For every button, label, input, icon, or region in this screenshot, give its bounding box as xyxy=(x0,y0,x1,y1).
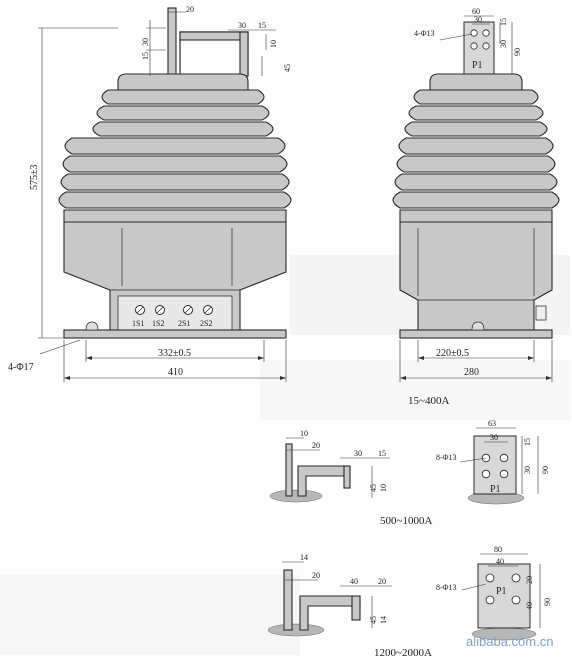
svg-text:20: 20 xyxy=(525,576,534,584)
terminal-label-2s1: 2S1 xyxy=(178,319,190,328)
terminal-label-2s2: 2S2 xyxy=(200,319,212,328)
dim-height-total: 575±3 xyxy=(29,165,40,191)
right-shed-5 xyxy=(396,155,556,173)
svg-text:14: 14 xyxy=(300,553,308,562)
left-shed-2 xyxy=(96,105,270,121)
svg-text:45: 45 xyxy=(369,484,378,492)
dim-top-30: 30 xyxy=(141,38,150,46)
ground-bolt xyxy=(85,321,99,331)
detail-500-1000a: 10 20 30 15 45 10 P1 63 30 15 30 90 8-Φ1… xyxy=(269,419,550,527)
svg-text:63: 63 xyxy=(488,419,496,428)
left-shed-4 xyxy=(64,137,286,155)
caption-500-1000a: 500~1000A xyxy=(380,515,432,527)
dim-top-15: 15 xyxy=(141,52,150,60)
right-shed-6 xyxy=(394,173,558,191)
svg-text:30: 30 xyxy=(523,466,532,474)
dim-plate-30v: 30 xyxy=(499,40,508,48)
dim-plate-30: 30 xyxy=(474,15,482,24)
dim-right-hole-spacing: 220±0.5 xyxy=(436,348,469,359)
svg-text:90: 90 xyxy=(541,466,550,474)
svg-text:14: 14 xyxy=(379,616,388,624)
terminal-label-1s1: 1S1 xyxy=(132,319,144,328)
svg-text:40: 40 xyxy=(496,557,504,566)
svg-text:40: 40 xyxy=(350,577,358,586)
svg-text:10: 10 xyxy=(379,484,388,492)
detail-500-holes: 8-Φ13 xyxy=(436,453,457,462)
dim-bar-10: 10 xyxy=(269,40,278,48)
right-view: P1 60 30 15 30 90 4-Φ13 xyxy=(392,7,560,407)
dim-base-width: 410 xyxy=(168,367,183,378)
left-terminal-screws xyxy=(135,305,213,315)
caption-15-400a: 15~400A xyxy=(408,395,449,407)
svg-text:P1: P1 xyxy=(490,484,501,495)
svg-text:P1: P1 xyxy=(496,586,507,597)
right-shed-4 xyxy=(398,137,554,155)
dim-right-holes: 4-Φ13 xyxy=(414,29,435,38)
svg-text:10: 10 xyxy=(300,429,308,438)
terminal-label-1s2: 1S2 xyxy=(152,319,164,328)
left-top-cap xyxy=(117,73,249,91)
svg-text:30: 30 xyxy=(354,449,362,458)
watermark: alibaba.com.cn xyxy=(466,634,553,649)
dim-plate-15: 15 xyxy=(499,18,508,26)
svg-text:40: 40 xyxy=(525,602,534,610)
left-shed-7 xyxy=(58,191,292,209)
dim-right-base-width: 280 xyxy=(464,367,479,378)
svg-text:20: 20 xyxy=(378,577,386,586)
detail-1200-2000a: 14 20 40 20 45 14 P1 80 40 20 40 90 8-Φ1… xyxy=(267,545,552,659)
left-shed-6 xyxy=(60,173,290,191)
right-plate-label: P1 xyxy=(472,60,483,71)
svg-text:20: 20 xyxy=(312,441,320,450)
svg-text:30: 30 xyxy=(490,433,498,442)
dim-plate-60: 60 xyxy=(472,7,480,16)
right-terminal-plate xyxy=(463,21,495,75)
detail-1200-holes: 8-Φ13 xyxy=(436,583,457,592)
dim-bar-15: 15 xyxy=(258,21,266,30)
svg-text:20: 20 xyxy=(312,571,320,580)
left-primary-bar-vertical xyxy=(167,7,177,77)
right-base-plate xyxy=(399,329,553,339)
svg-text:90: 90 xyxy=(543,598,552,606)
detail-1200-plate xyxy=(477,563,531,629)
dim-bar-20: 20 xyxy=(186,5,194,14)
dim-bar-30: 30 xyxy=(238,21,246,30)
right-lower-body xyxy=(399,221,553,331)
svg-text:15: 15 xyxy=(378,449,386,458)
right-shed-2 xyxy=(408,105,544,121)
dim-plate-90: 90 xyxy=(513,48,522,56)
svg-text:45: 45 xyxy=(369,616,378,624)
left-base-plate xyxy=(63,329,287,339)
svg-text:80: 80 xyxy=(494,545,502,554)
dim-base-holes: 4-Φ17 xyxy=(8,362,34,373)
left-shed-1 xyxy=(101,89,265,105)
left-shed-5 xyxy=(62,155,288,173)
caption-1200-2000a: 1200~2000A xyxy=(374,647,432,659)
right-shed-7 xyxy=(392,191,560,209)
detail-500-plate xyxy=(473,435,517,495)
right-shed-3 xyxy=(404,121,548,137)
dim-hole-spacing: 332±0.5 xyxy=(158,348,191,359)
dim-bar-45: 45 xyxy=(283,64,292,72)
left-shed-3 xyxy=(92,121,274,137)
left-view: 1S1 1S2 2S1 2S2 575±3 30 15 20 30 15 10 … xyxy=(8,5,292,382)
svg-text:15: 15 xyxy=(523,438,532,446)
right-shed-1 xyxy=(413,89,539,105)
